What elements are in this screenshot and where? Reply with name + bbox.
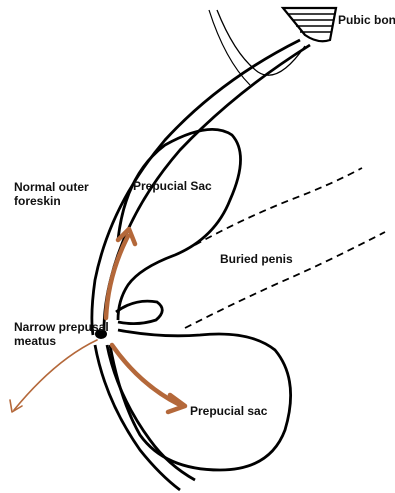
lower-skin-line-inner — [107, 345, 195, 480]
label-prepucial-sac-lower: Prepucial sac — [190, 404, 267, 418]
label-normal-outer-foreskin-line2: foreskin — [14, 194, 89, 208]
label-normal-outer-foreskin: Normal outer foreskin — [14, 180, 89, 208]
label-prepucial-sac-upper: Prepucial Sac — [133, 179, 212, 193]
label-buried-penis: Buried penis — [220, 252, 293, 266]
label-narrow-meatus: Narrow prepusal meatus — [14, 320, 109, 348]
upper-prepucial-sac — [118, 129, 241, 320]
label-narrow-meatus-line2: meatus — [14, 334, 109, 348]
buried-penis-dashed-lower — [185, 232, 385, 328]
label-pubic-bone: Pubic bone — [338, 13, 395, 27]
pubic-bone-shape — [283, 8, 336, 41]
lower-prepucial-sac — [110, 330, 291, 470]
penis-glans-fold — [116, 301, 162, 323]
lower-skin-line-outer — [95, 345, 180, 490]
buried-penis-dashed-upper — [195, 168, 362, 245]
label-normal-outer-foreskin-line1: Normal outer — [14, 180, 89, 194]
arrow-thin-leak — [14, 340, 97, 410]
label-narrow-meatus-line1: Narrow prepusal — [14, 320, 109, 334]
